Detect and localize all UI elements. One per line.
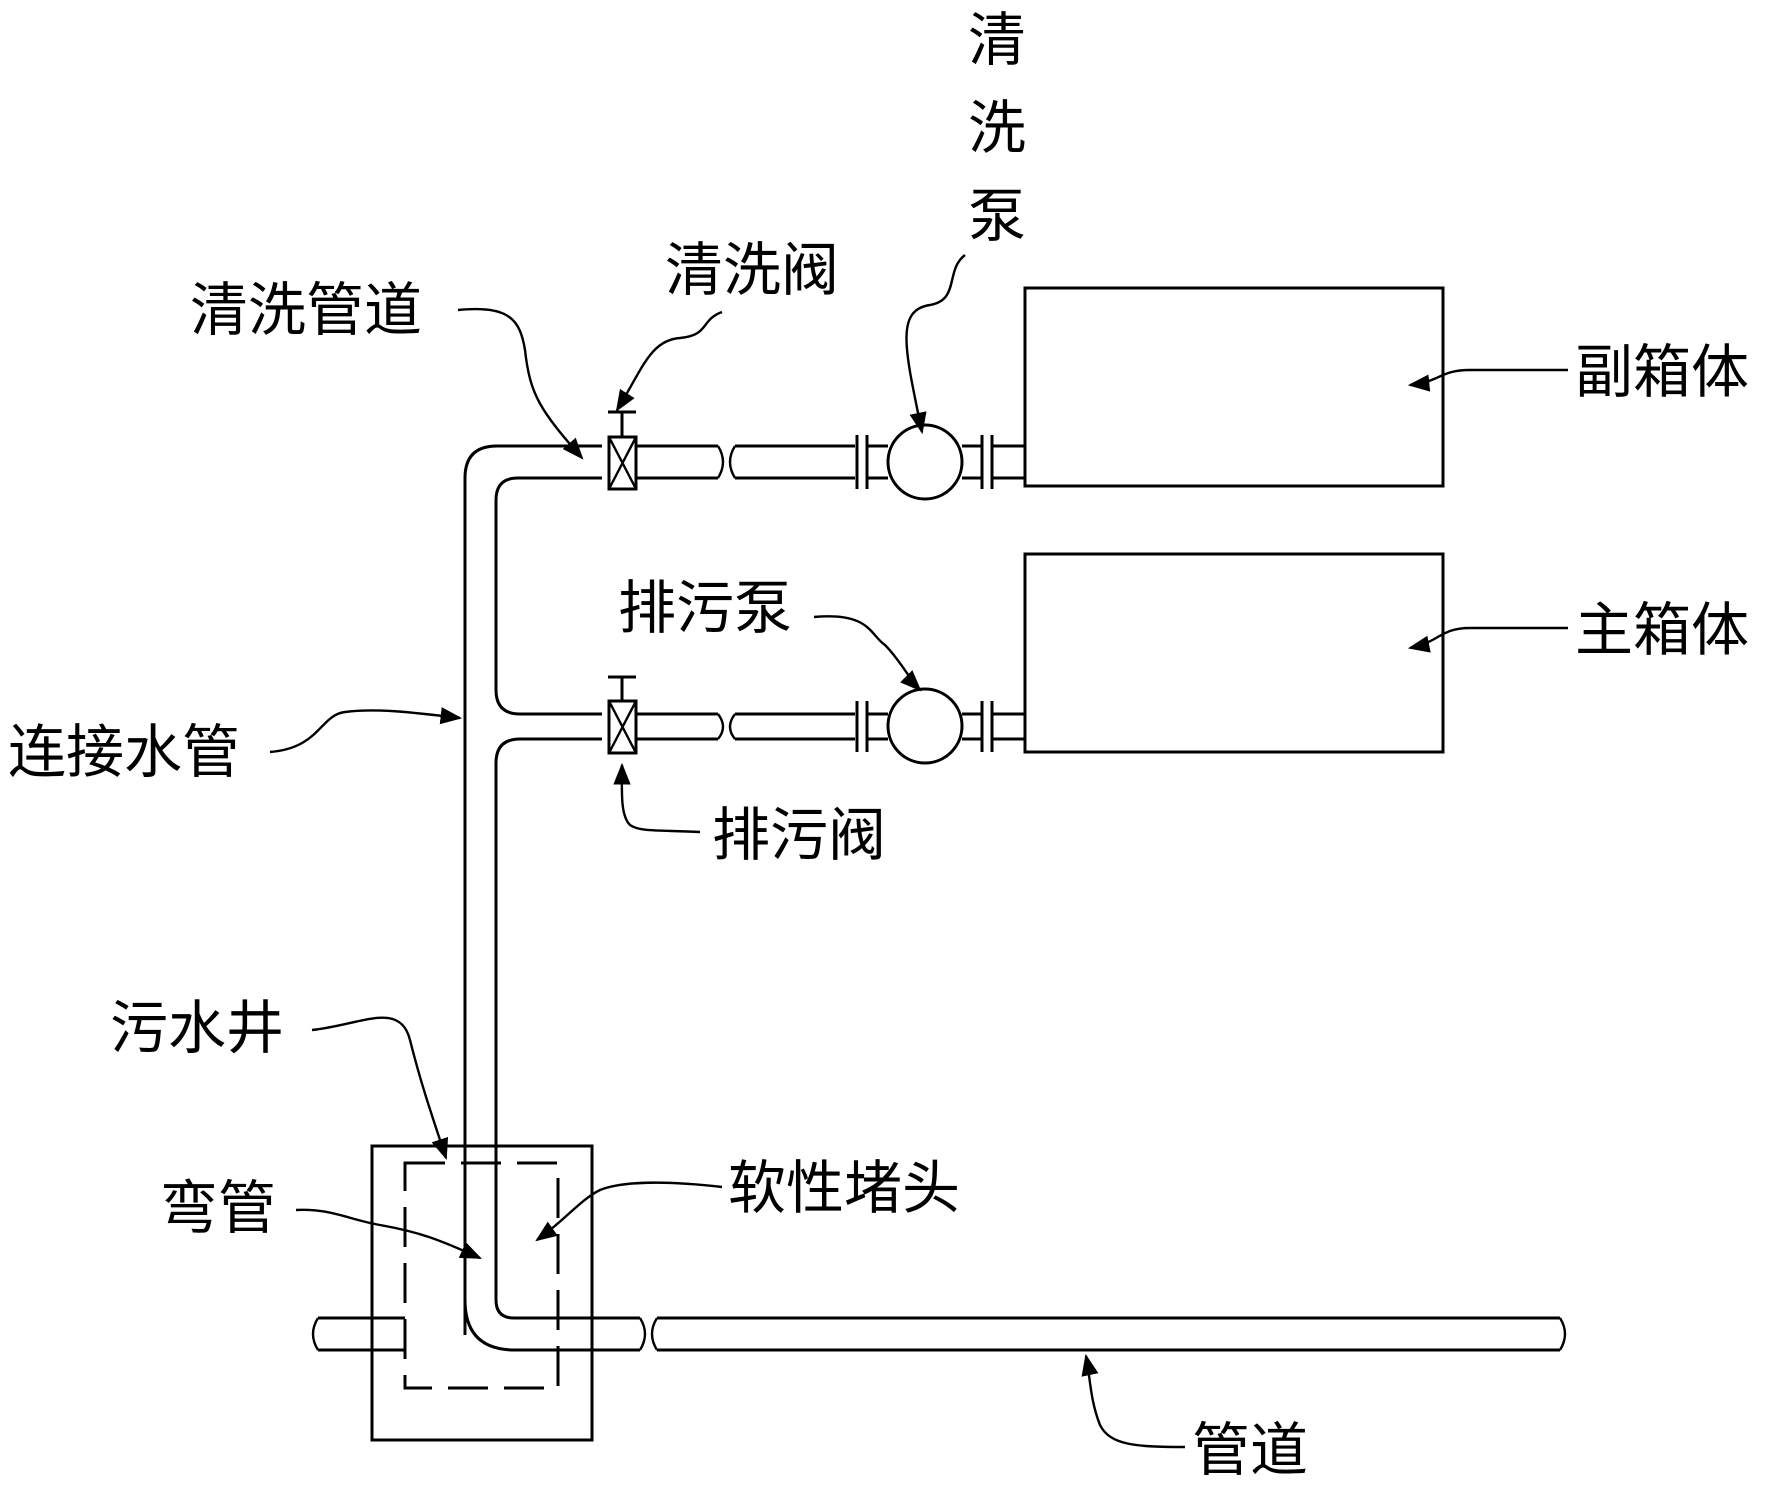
label-cleaning-pump-char3: 泵 xyxy=(968,182,1026,250)
leader-cleaning-pump xyxy=(905,254,966,435)
leader-drain-pump xyxy=(813,615,922,692)
leader-soft-plug xyxy=(535,1181,723,1242)
label-connecting-pipe: 连接水管 xyxy=(8,718,240,786)
drain-pump xyxy=(886,687,964,765)
label-soft-plug: 软性堵头 xyxy=(728,1154,960,1222)
label-elbow: 弯管 xyxy=(160,1174,276,1242)
cleaning-valve xyxy=(607,410,638,491)
leader-sewage-well xyxy=(311,1016,449,1161)
leader-pipeline xyxy=(1081,1353,1186,1449)
main-pipeline xyxy=(311,1316,1567,1352)
drain-valve xyxy=(607,675,638,755)
leader-connecting-pipe xyxy=(269,707,463,754)
soft-plug xyxy=(403,1161,560,1390)
label-cleaning-pump-char1: 清 xyxy=(968,6,1026,74)
connecting-pipe xyxy=(463,444,602,1335)
leader-main-tank xyxy=(1407,626,1568,653)
label-cleaning-pump-char2: 洗 xyxy=(968,94,1026,162)
leader-cleaning-pipe xyxy=(457,307,584,460)
label-pipeline: 管道 xyxy=(1192,1416,1308,1484)
main-tank xyxy=(1023,552,1445,754)
cleaning-pipe xyxy=(637,435,1025,489)
cleaning-pump xyxy=(886,423,964,501)
label-secondary-tank: 副箱体 xyxy=(1575,338,1749,406)
label-main-tank: 主箱体 xyxy=(1575,596,1749,664)
leader-secondary-tank xyxy=(1407,368,1568,392)
label-cleaning-valve: 清洗阀 xyxy=(665,236,839,304)
label-sewage-well: 污水井 xyxy=(110,994,284,1062)
secondary-tank xyxy=(1023,286,1445,488)
drain-pipe xyxy=(637,701,1025,752)
leader-drain-valve xyxy=(613,762,701,834)
label-cleaning-pipe: 清洗管道 xyxy=(190,276,422,344)
sewage-well xyxy=(370,1144,594,1442)
leader-cleaning-valve xyxy=(615,310,723,412)
elbow-pipe xyxy=(463,1148,556,1352)
label-drain-valve: 排污阀 xyxy=(712,801,886,869)
leader-elbow xyxy=(295,1208,482,1260)
label-drain-pump: 排污泵 xyxy=(618,574,792,642)
